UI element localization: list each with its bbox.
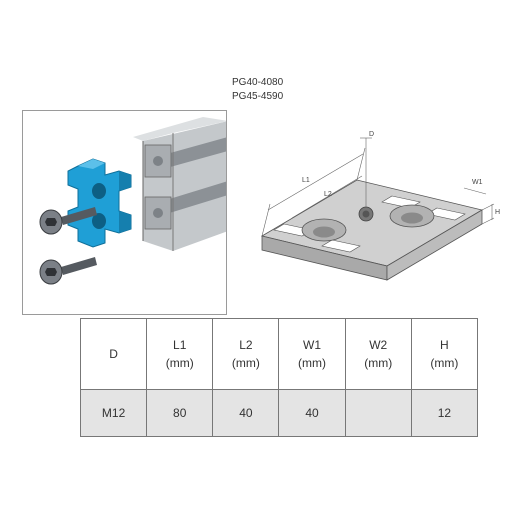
assembly-illustration <box>39 117 226 285</box>
dimension-lines <box>261 137 495 237</box>
connector-plate <box>67 158 132 248</box>
aluminium-profile <box>133 117 226 251</box>
table-header-cell: W2(mm) <box>344 318 412 390</box>
table-header-cell: H(mm) <box>410 318 479 390</box>
model-code: PG40-4080 <box>232 77 284 88</box>
table-cell: 40 <box>278 389 346 437</box>
table-header-cell: L2(mm) <box>212 318 280 390</box>
label-l1: L1 <box>302 177 310 184</box>
table-cell: M12 <box>79 389 148 437</box>
table-cell: 80 <box>146 389 214 437</box>
table-header-cell: L1(mm) <box>146 318 214 390</box>
label-h: H <box>495 209 500 216</box>
dimension-table: D L1(mm) L2(mm) W1(mm) W2(mm) H(mm) M12 … <box>79 318 479 437</box>
model-code: PG45-4590 <box>232 91 284 102</box>
table-row: M12 80 40 40 12 <box>79 389 479 437</box>
table-header-cell: W1(mm) <box>278 318 346 390</box>
socket-head-bolt-icon <box>39 257 97 285</box>
label-d: D <box>369 131 374 138</box>
assembly-photo <box>22 110 227 315</box>
plate-dimension-drawing: L1 L2 D W1 H <box>260 131 500 281</box>
table-header-cell: D <box>79 318 148 390</box>
socket-head-bolt-icon <box>39 207 97 235</box>
table-cell <box>344 389 412 437</box>
model-codes: PG40-4080 PG45-4590 <box>232 76 283 104</box>
plate-body <box>260 179 484 281</box>
label-w1: W1 <box>472 179 483 186</box>
table-cell: 12 <box>410 389 479 437</box>
label-l2: L2 <box>324 191 332 198</box>
table-header-row: D L1(mm) L2(mm) W1(mm) W2(mm) H(mm) <box>79 318 479 390</box>
table-cell: 40 <box>212 389 280 437</box>
